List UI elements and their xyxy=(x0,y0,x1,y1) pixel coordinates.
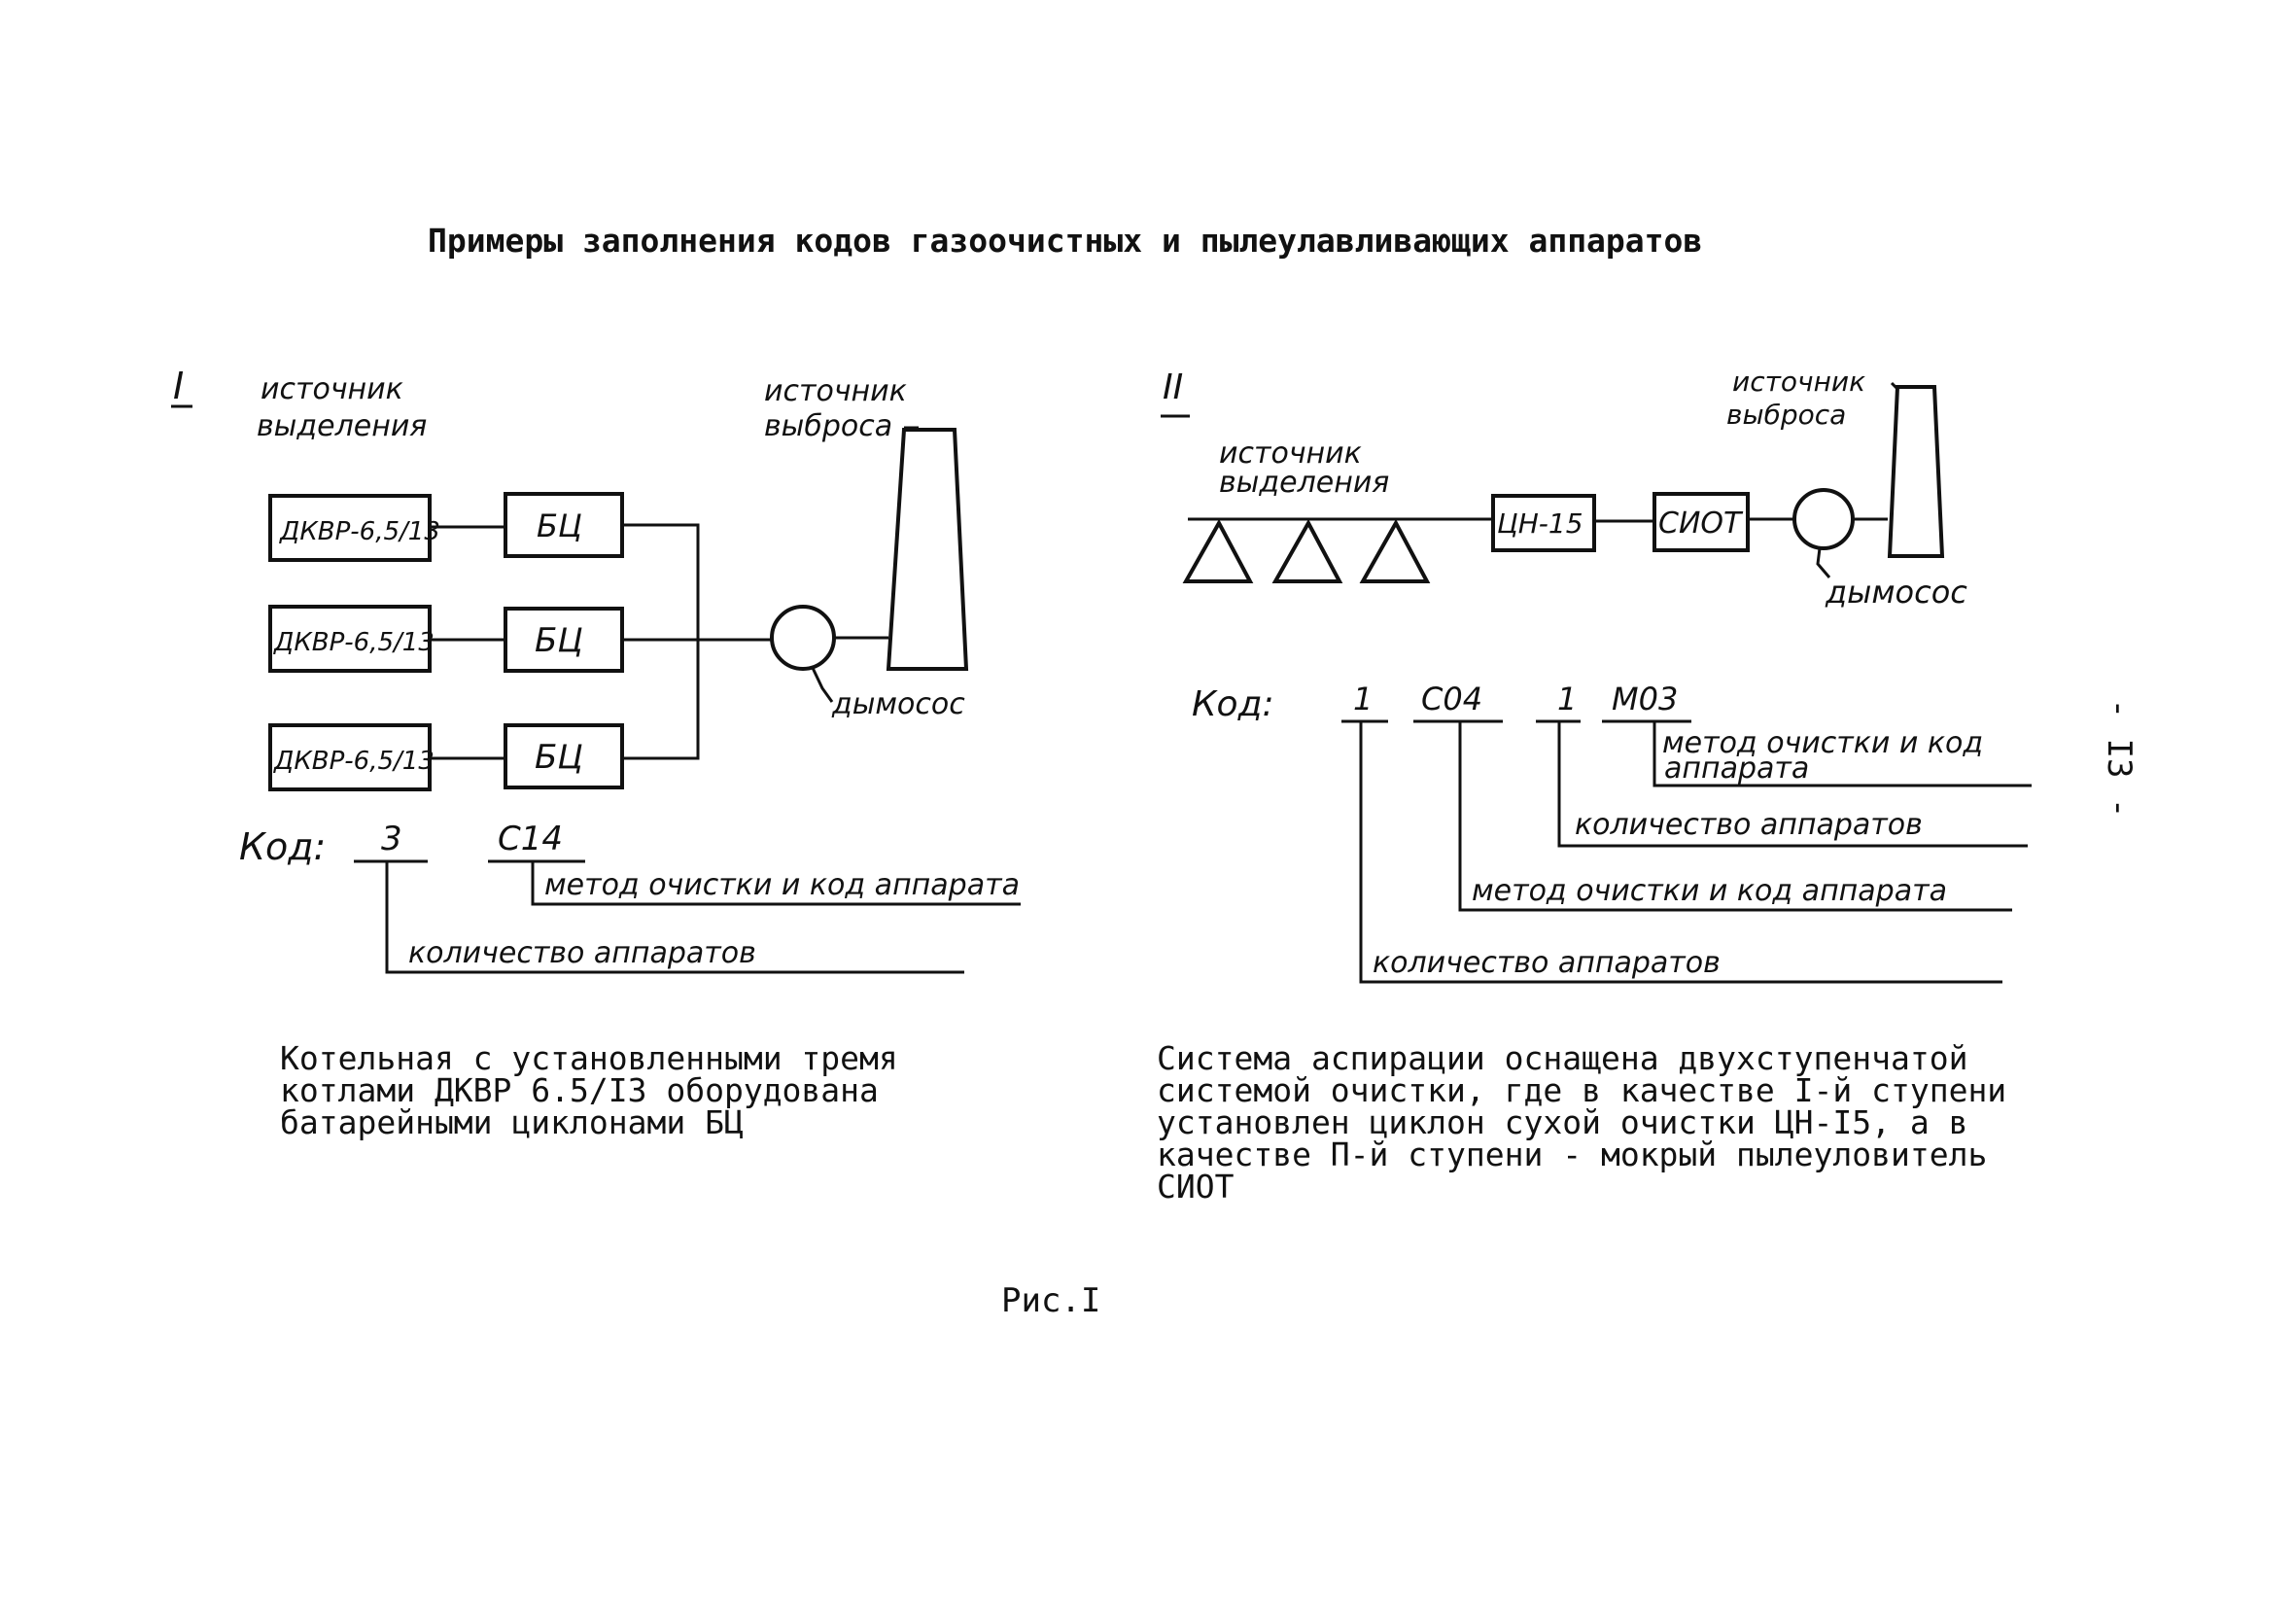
diagram-2: II источник выделения ЦН-15 СИОТ дымосос xyxy=(1161,366,2032,984)
emission-label-line2: выброса xyxy=(1726,399,1846,431)
emission-label-line1: источник xyxy=(1732,366,1865,398)
qty-1-label: количество аппаратов xyxy=(1373,946,1721,980)
fan-label: дымосос xyxy=(1825,574,1967,611)
method-leader xyxy=(531,861,1021,906)
qty-1-leader xyxy=(1359,721,2002,984)
qty-2-label: количество аппаратов xyxy=(1575,808,1923,842)
quantity-leader xyxy=(385,861,964,974)
diagram-1: I источник выделения источник выброса ДК… xyxy=(171,365,1021,974)
code-method-2: М03 xyxy=(1612,681,1678,717)
diagram-2-numeral: II xyxy=(1163,367,1183,407)
hood-2 xyxy=(1271,518,1343,583)
emission-leader xyxy=(1890,381,1899,391)
hood-1 xyxy=(1182,518,1254,583)
method-1-label: метод очистки и код аппарата xyxy=(1472,874,1947,908)
code-qty-2: 1 xyxy=(1557,681,1577,717)
page-number-container: - I3 - xyxy=(2090,681,2148,836)
diagram-1-caption: Котельная с установленными тремя котлами… xyxy=(280,1039,898,1141)
code-quantity: 3 xyxy=(381,820,402,858)
page-number: - I3 - xyxy=(2100,698,2139,819)
qty-2-leader xyxy=(1557,721,2028,848)
fan-leader xyxy=(1816,547,1831,578)
cyclone-3 xyxy=(504,723,624,789)
emission-label-line2: выброса xyxy=(764,409,892,443)
stage-2-box xyxy=(1652,492,1750,552)
boiler-2-label: ДКВР-6,5/13 xyxy=(273,628,435,657)
emission-label-line1: источник xyxy=(764,374,907,408)
code-label: Код: xyxy=(1192,684,1274,724)
method-2-leader xyxy=(1652,721,2032,787)
page-title: Примеры заполнения кодов газоочистных и … xyxy=(428,222,1703,260)
code-method: С14 xyxy=(498,820,563,858)
fan-label: дымосос xyxy=(831,687,965,721)
cyclone-1-label: БЦ xyxy=(537,507,582,544)
hood-3 xyxy=(1359,518,1431,583)
chimney-1 xyxy=(886,428,969,671)
method-2-label-line1: метод очистки и код xyxy=(1662,726,1983,760)
quantity-label: количество аппаратов xyxy=(408,936,756,970)
chimney-2 xyxy=(1887,385,1945,558)
figure-label: Рис.I xyxy=(1001,1281,1101,1320)
method-2-label-line2: аппарата xyxy=(1664,752,1809,786)
method-1-leader xyxy=(1458,721,2012,912)
code-qty-1: 1 xyxy=(1353,681,1373,717)
fan-leader xyxy=(811,667,834,703)
collector-pipe xyxy=(622,523,700,760)
code-label: Код: xyxy=(239,825,326,868)
cyclone-2-label: БЦ xyxy=(535,621,583,660)
stage-1-box xyxy=(1491,494,1596,552)
boiler-3-label: ДКВР-6,5/13 xyxy=(273,747,435,776)
stage-2-label: СИОТ xyxy=(1658,507,1744,541)
code-method-1: С04 xyxy=(1421,681,1482,717)
stage-1-label: ЦН-15 xyxy=(1497,507,1583,540)
boiler-3 xyxy=(268,723,432,791)
boiler-1-label: ДКВР-6,5/13 xyxy=(279,517,440,546)
source-label-line1: источник xyxy=(1219,437,1362,471)
smoke-exhauster-2 xyxy=(1792,488,1855,550)
method-label: метод очистки и код аппарата xyxy=(544,868,1020,902)
source-label-line1: источник xyxy=(261,372,403,406)
cyclone-3-label: БЦ xyxy=(535,738,583,777)
source-label-line2: выделения xyxy=(1219,466,1389,500)
diagram-1-numeral: I xyxy=(173,365,184,407)
smoke-exhauster-1 xyxy=(770,605,836,671)
diagram-2-caption: Система аспирации оснащена двухступенчат… xyxy=(1157,1039,2007,1206)
source-label-line2: выделения xyxy=(257,409,427,443)
